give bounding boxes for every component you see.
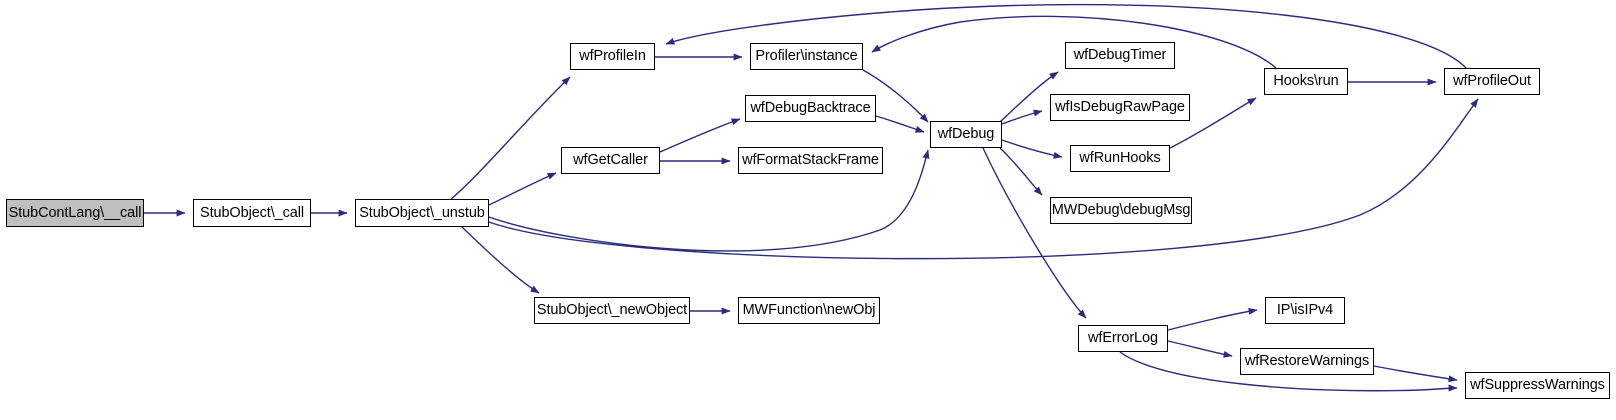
graph-node-wferrorlog[interactable]: wfErrorLog xyxy=(1078,325,1168,352)
graph-node-label: wfDebug xyxy=(937,126,995,143)
graph-node-label: wfGetCaller xyxy=(573,152,648,169)
graph-edge-wfdebug-to-wferrorlog xyxy=(982,147,1087,319)
graph-node-label: wfDebugTimer xyxy=(1073,47,1167,64)
graph-node-label: wfRunHooks xyxy=(1079,150,1161,167)
graph-node-label: wfProfileIn xyxy=(579,48,646,65)
graph-node-label: Hooks\run xyxy=(1273,73,1339,90)
graph-edge-stubobject_unstub-to-wfgetcaller xyxy=(488,172,557,206)
graph-node-wfformatstackframe[interactable]: wfFormatStackFrame xyxy=(738,147,883,174)
graph-edge-wfrestorewarnings-to-wfsuppresswarnings xyxy=(1373,365,1458,383)
graph-node-hooks_run[interactable]: Hooks\run xyxy=(1264,68,1348,95)
graph-node-mwfunction_newobj[interactable]: MWFunction\newObj xyxy=(738,297,880,324)
graph-node-label: wfDebugBacktrace xyxy=(750,100,871,117)
graph-node-label: StubContLang\__call xyxy=(8,204,142,221)
graph-node-label: wfErrorLog xyxy=(1088,330,1158,347)
graph-node-mwdebug_debugmsg[interactable]: MWDebug\debugMsg xyxy=(1050,197,1192,224)
graph-node-wfrestorewarnings[interactable]: wfRestoreWarnings xyxy=(1240,348,1374,375)
graph-node-wfisdebugrawpage[interactable]: wfIsDebugRawPage xyxy=(1050,94,1190,121)
graph-node-stubobject_newobject[interactable]: StubObject\_newObject xyxy=(534,297,690,324)
graph-node-wfdebug[interactable]: wfDebug xyxy=(930,121,1002,148)
graph-node-wfprofileout[interactable]: wfProfileOut xyxy=(1444,68,1540,95)
graph-node-label: wfProfileOut xyxy=(1453,73,1531,90)
graph-node-stubobject_call[interactable]: StubObject\_call xyxy=(193,199,311,227)
graph-node-label: wfRestoreWarnings xyxy=(1244,353,1370,370)
graph-edge-wfdebug-to-wfisdebugrawpage xyxy=(1001,109,1043,125)
graph-node-wfdebugbacktrace[interactable]: wfDebugBacktrace xyxy=(745,95,876,122)
graph-edge-stubobject_unstub-to-wfprofilein xyxy=(450,76,571,200)
graph-node-label: wfFormatStackFrame xyxy=(742,152,879,169)
graph-node-ip_isipv4[interactable]: IP\isIPv4 xyxy=(1265,297,1345,324)
graph-edge-wfdebugbacktrace-to-wfdebug xyxy=(875,115,925,133)
graph-node-label: StubObject\_unstub xyxy=(359,204,485,221)
graph-node-label: MWFunction\newObj xyxy=(742,302,876,319)
graph-edge-wferrorlog-to-wfrestorewarnings xyxy=(1167,340,1233,358)
graph-node-label: wfSuppressWarnings xyxy=(1470,377,1605,394)
graph-node-wfdebugtimer[interactable]: wfDebugTimer xyxy=(1065,42,1175,69)
graph-edge-wferrorlog-to-ip_isipv4 xyxy=(1167,307,1258,331)
graph-node-wfrunhooks[interactable]: wfRunHooks xyxy=(1070,145,1170,172)
graph-edge-stubobject_unstub-to-stubobject_newobject xyxy=(461,226,540,294)
graph-node-label: wfIsDebugRawPage xyxy=(1055,99,1185,116)
graph-node-profiler_instance[interactable]: Profiler\instance xyxy=(750,43,863,70)
graph-edge-wfgetcaller-to-wfdebugbacktrace xyxy=(659,118,741,153)
graph-node-label: MWDebug\debugMsg xyxy=(1051,202,1191,219)
graph-node-wfprofilein[interactable]: wfProfileIn xyxy=(570,43,655,70)
graph-node-label: StubObject\_call xyxy=(200,204,304,221)
graph-edge-wfdebug-to-wfrunhooks xyxy=(1001,139,1063,159)
graph-edge-wfdebug-to-mwdebug_debugmsg xyxy=(999,147,1043,196)
graph-node-stubobject_unstub[interactable]: StubObject\_unstub xyxy=(355,199,489,227)
graph-node-stubcontlang_call[interactable]: StubContLang\__call xyxy=(6,199,144,227)
graph-node-label: Profiler\instance xyxy=(755,48,858,65)
graph-node-label: StubObject\_newObject xyxy=(536,302,688,319)
graph-node-wfgetcaller[interactable]: wfGetCaller xyxy=(561,147,660,174)
graph-node-wfsuppresswarnings[interactable]: wfSuppressWarnings xyxy=(1465,372,1610,399)
graph-node-label: IP\isIPv4 xyxy=(1276,302,1334,319)
